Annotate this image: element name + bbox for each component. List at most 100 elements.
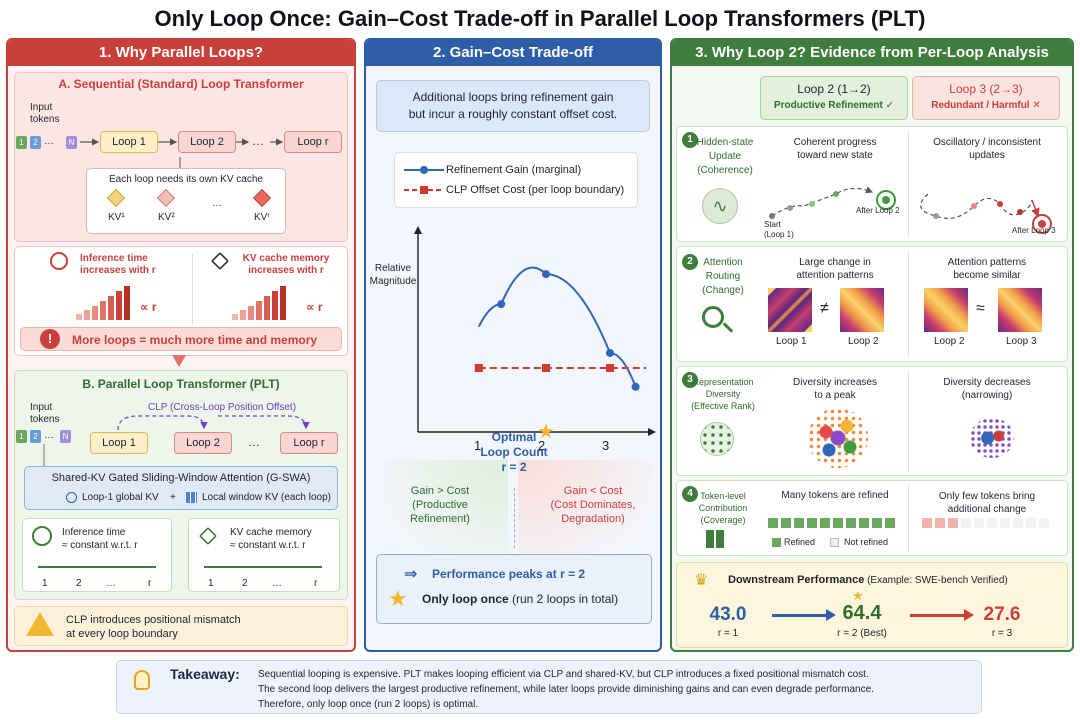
optimum-star-icon: ★ (537, 421, 555, 443)
panel3-header: 3. Why Loop 2? Evidence from Per-Loop An… (672, 40, 1072, 66)
seq-arrows (80, 138, 284, 168)
magnifier-icon (702, 306, 724, 328)
plt-memory-label: KV cache memory ≈ constant w.r.t. r (230, 527, 312, 551)
row3-num: 3 (682, 372, 698, 388)
refined-swatch (772, 538, 781, 547)
peak-text: Performance peaks at r = 2 (432, 567, 586, 581)
diverse-cloud (808, 408, 868, 468)
heatmap-loop1 (768, 288, 812, 332)
heatmap-loop2-label: Loop 2 (848, 336, 879, 347)
heatmap-loop1-label: Loop 1 (776, 336, 807, 347)
page-title: Only Loop Once: Gain–Cost Trade-off in P… (154, 6, 926, 31)
plt-time-tick-dots: … (106, 578, 116, 589)
kv-label-1: KV¹ (108, 212, 125, 223)
region-left-shade (378, 460, 508, 570)
region-divider (514, 488, 515, 548)
only-once-strong: Only loop once (422, 592, 509, 606)
plt-loop-2: Loop 2 (174, 432, 232, 454)
sparse-token-row (922, 518, 1052, 528)
mismatch-box (14, 606, 348, 646)
row3-divider (908, 370, 909, 472)
b-input-tokens-label: Input tokens (30, 402, 60, 425)
score-r1-label: r = 1 (717, 628, 739, 639)
x-tick-label: 1 (474, 438, 481, 453)
b-token-ellipsis: … (44, 430, 54, 441)
global-kv-label: Loop-1 global KV (82, 492, 159, 503)
legend-swatches (404, 166, 444, 194)
loop3-header-box (912, 76, 1060, 120)
down-arrow-icon (172, 355, 186, 367)
panel-gain-cost: 2. Gain–Cost Trade-off Additional loops … (364, 38, 662, 652)
plt-mem-tick-2: 2 (242, 578, 248, 589)
grid-blocks-icon (706, 530, 724, 548)
arrow-red (910, 614, 966, 617)
token-ellipsis: … (44, 136, 54, 147)
plt-inference-label: Inference time ≈ constant w.r.t. r (62, 527, 138, 551)
lightbulb-icon (134, 670, 150, 690)
row1-divider (908, 130, 909, 238)
warning-text: More loops = much more time and memory (72, 333, 318, 347)
takeaway-label: Takeaway: (170, 666, 240, 682)
plt-time-tick-2: 2 (76, 578, 82, 589)
sparse-token-highlights (922, 518, 958, 528)
section-b-title: B. Parallel Loop Transformer (PLT) (82, 377, 280, 391)
warning-triangle-icon (26, 612, 54, 636)
heatmap-loop2b-label: Loop 2 (934, 336, 965, 347)
cost-point (474, 364, 483, 372)
kv-label-r: KVʳ (254, 212, 270, 223)
legend-box (394, 152, 638, 208)
trophy-icon: ♛ (694, 572, 709, 589)
chart-y-arrow (414, 226, 422, 234)
refined-legend: Refined (784, 537, 816, 547)
token-2: 2 (30, 136, 41, 149)
loop3-title: Loop 3 (2→3) (949, 82, 1023, 96)
gswa-title: Shared-KV Gated Sliding-Window Attention… (51, 472, 311, 484)
heatmap-loop3-label: Loop 3 (1006, 336, 1037, 347)
memory-bars (232, 286, 288, 320)
panel-why-loop-2: 3. Why Loop 2? Evidence from Per-Loop An… (670, 38, 1074, 652)
plt-mem-tick-1: 1 (208, 578, 214, 589)
pulse-icon: ∿ (702, 188, 738, 224)
plt-time-tick-r: r (148, 578, 152, 589)
arrow-blue (772, 614, 828, 617)
loop2-header-box (760, 76, 908, 120)
gain-point (497, 300, 506, 309)
downstream-title-line: Downstream Performance (Example: SWE-ben… (728, 574, 1008, 586)
x-tick-label: 3 (602, 438, 609, 453)
kv-label-2: KV² (158, 212, 175, 223)
gain-gt-cost: Gain > Cost (Productive Refinement) (410, 485, 470, 525)
panel2-header: 2. Gain–Cost Trade-off (366, 40, 660, 66)
score-r1: 43.0 (709, 604, 747, 625)
row2-divider (908, 250, 909, 358)
region-right-shade (518, 460, 654, 570)
takeaway-box (116, 660, 982, 714)
chart-ylabel: Relative Magnitude (369, 263, 417, 287)
row2-num: 2 (682, 254, 698, 270)
score-r2: 64.4 (842, 602, 882, 624)
kv-label-ellipsis: … (212, 198, 222, 209)
input-tokens-label: Input tokens (30, 102, 60, 125)
row1-after-loop3: After Loop 3 (1012, 226, 1056, 235)
plt-loop-1: Loop 1 (90, 432, 148, 454)
downstream-box (676, 562, 1068, 648)
row1-right-title: Oscillatory / inconsistent updates (933, 137, 1041, 161)
row2-right-title: Attention patterns become similar (947, 257, 1027, 281)
loop2-subtitle: Productive Refinement ✓ (773, 100, 895, 111)
legend-gain: Refinement Gain (marginal) (446, 164, 582, 176)
kv-cache-title: Each loop needs its own KV cache (109, 174, 263, 185)
plt-mem-tick-dots: … (272, 578, 282, 589)
memory-propto: ∝ r (306, 300, 323, 314)
b-token-1: 1 (16, 430, 27, 443)
globe-icon (66, 492, 77, 503)
not-refined-swatch (830, 538, 839, 547)
plt-clock-icon (32, 526, 52, 546)
refined-token-row (768, 518, 898, 528)
row2-label: Attention Routing (Change) (702, 257, 744, 296)
score-r3-label: r = 3 (991, 628, 1013, 639)
peak-box (376, 554, 652, 624)
row2-approx: ≈ (976, 300, 985, 317)
row3-right-title: Diversity decreases (narrowing) (943, 377, 1031, 401)
warning-banner (20, 327, 342, 351)
grid-icon (186, 492, 197, 503)
plt-memory-line (204, 566, 322, 568)
